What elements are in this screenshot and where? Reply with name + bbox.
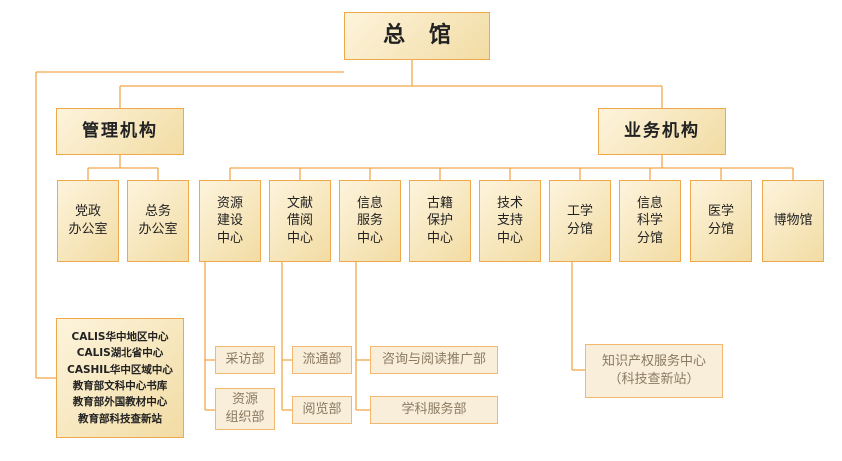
dept-acquisition: 采访部: [215, 346, 275, 374]
dept-label: 学科服务部: [401, 402, 467, 418]
biz-unit-label: 技术 支持 中心: [496, 195, 523, 246]
biz-unit-info-service-center: 信息 服务 中心: [339, 180, 401, 262]
biz-unit-label: 工学 分馆: [566, 204, 593, 237]
center-item: CASHIL华中区域中心: [67, 363, 173, 376]
dept-label: 流通部: [302, 352, 342, 368]
dept-label: 阅览部: [302, 402, 342, 418]
biz-unit-museum: 博物馆: [762, 180, 824, 262]
mgmt-unit-general-office: 总务 办公室: [127, 180, 189, 262]
dept-reading-room: 阅览部: [292, 396, 352, 424]
management-label: 管理机构: [82, 121, 158, 142]
dept-subject-service: 学科服务部: [370, 396, 498, 424]
dept-label: 资源 组织部: [225, 392, 265, 425]
biz-unit-ancient-books-center: 古籍 保护 中心: [409, 180, 471, 262]
affiliated-centers-box: CALIS华中地区中心 CALIS湖北省中心 CASHIL华中区域中心 教育部文…: [56, 318, 184, 438]
biz-unit-label: 博物馆: [773, 213, 813, 229]
dept-circulation: 流通部: [292, 346, 352, 374]
mgmt-unit-label: 总务 办公室: [138, 204, 178, 237]
biz-unit-tech-support-center: 技术 支持 中心: [479, 180, 541, 262]
mgmt-unit-label: 党政 办公室: [68, 204, 108, 237]
biz-unit-resource-center: 资源 建设 中心: [199, 180, 261, 262]
biz-unit-engineering-branch: 工学 分馆: [549, 180, 611, 262]
center-item: 教育部科技查新站: [78, 412, 162, 425]
biz-unit-literature-center: 文献 借阅 中心: [269, 180, 331, 262]
dept-ip-service-center: 知识产权服务中心 （科技查新站）: [585, 344, 723, 398]
root-node: 总 馆: [344, 12, 490, 60]
dept-reference-promotion: 咨询与阅读推广部: [370, 346, 498, 374]
dept-resource-organization: 资源 组织部: [215, 388, 275, 430]
management-node: 管理机构: [56, 108, 184, 155]
dept-label: 知识产权服务中心 （科技查新站）: [601, 354, 706, 387]
mgmt-unit-party-office: 党政 办公室: [57, 180, 119, 262]
center-item: CALIS湖北省中心: [76, 347, 164, 360]
biz-unit-info-science-branch: 信息 科学 分馆: [619, 180, 681, 262]
business-label: 业务机构: [624, 121, 700, 142]
biz-unit-label: 信息 科学 分馆: [636, 195, 663, 246]
biz-unit-medical-branch: 医学 分馆: [690, 180, 752, 262]
root-label: 总 馆: [383, 23, 459, 49]
dept-label: 咨询与阅读推广部: [381, 352, 486, 368]
center-item: 教育部文科中心书库: [72, 380, 168, 392]
business-node: 业务机构: [598, 108, 726, 155]
biz-unit-label: 文献 借阅 中心: [286, 195, 313, 246]
dept-label: 采访部: [225, 352, 265, 368]
biz-unit-label: 资源 建设 中心: [216, 195, 243, 246]
biz-unit-label: 古籍 保护 中心: [426, 195, 453, 246]
biz-unit-label: 信息 服务 中心: [356, 195, 383, 246]
center-item: CALIS华中地区中心: [71, 331, 169, 344]
center-item: 教育部外国教材中心: [72, 396, 168, 409]
biz-unit-label: 医学 分馆: [707, 204, 734, 237]
